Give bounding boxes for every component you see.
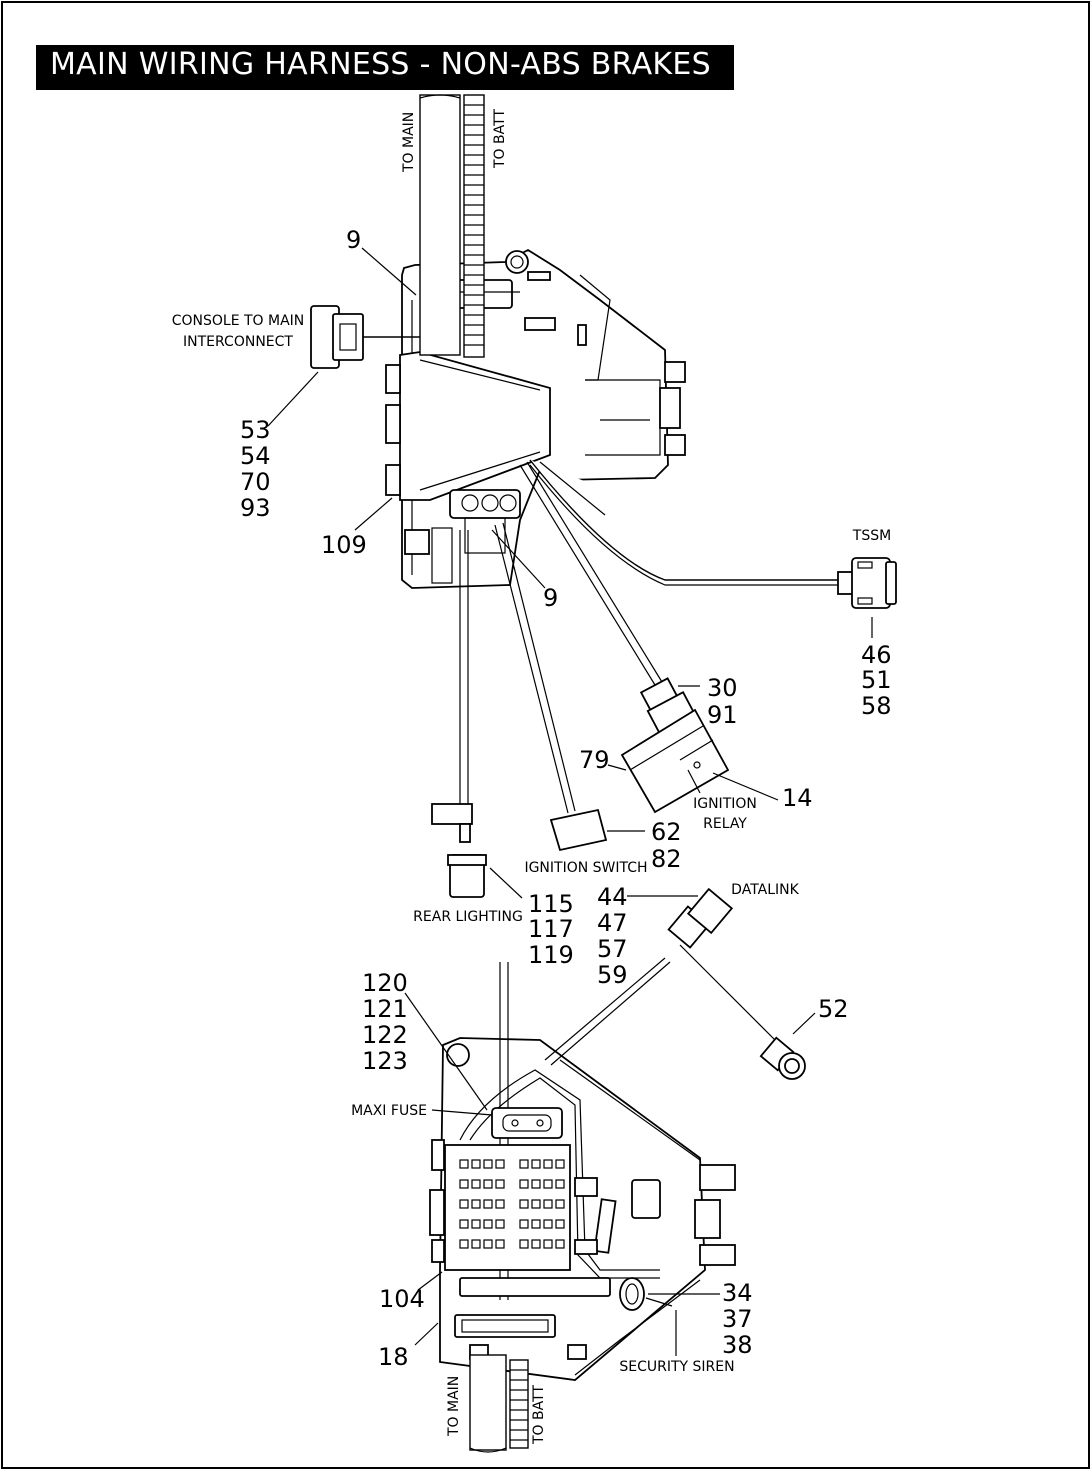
lower-connector-block [449,489,521,519]
upper-harness-assembly [385,94,686,589]
callout-54: 54 [240,442,271,470]
datalink-connector [544,887,776,1066]
callout-104: 104 [379,1285,425,1313]
callout-123: 123 [362,1047,408,1075]
to-batt-cable [463,94,485,358]
label-security-siren: SECURITY SIREN [619,1359,734,1375]
lower-to-batt-cable [509,1359,529,1449]
callout-51: 51 [861,666,892,694]
lower-to-batt-cable-ribs [510,1369,528,1441]
label-to-batt-bottom: TO BATT [531,1385,547,1445]
ignition-switch-connector [494,522,608,852]
label-interconnect: INTERCONNECT [183,334,293,350]
callout-18: 18 [378,1343,409,1371]
upper-mount-hole [505,250,529,274]
title-bar: MAIN WIRING HARNESS - NON-ABS BRAKES [36,45,734,90]
upper-post-bottom [664,434,686,456]
callout-34: 34 [722,1279,753,1307]
security-siren-connector [619,1277,645,1311]
label-ignition: IGNITION [693,796,757,812]
lower-mount-hole [446,1043,470,1067]
label-to-main-top: TO MAIN [401,112,417,173]
callout-82: 82 [651,845,682,873]
console-to-main-interconnect-connector [310,305,420,369]
callout-9-middle: 9 [543,584,558,612]
callout-46: 46 [861,641,892,669]
callout-57: 57 [597,935,628,963]
rear-lighting-connector [431,530,487,898]
leader-lines [267,247,873,1356]
page-title: MAIN WIRING HARNESS - NON-ABS BRAKES [50,47,711,82]
callout-91: 91 [707,701,738,729]
label-tssm: TSSM [852,528,891,544]
callout-109: 109 [321,531,367,559]
callout-47: 47 [597,909,628,937]
callout-30: 30 [707,674,738,702]
label-datalink: DATALINK [731,882,799,898]
round-connector-52 [759,1036,806,1080]
label-ignition-switch: IGNITION SWITCH [524,860,647,876]
label-maxi-fuse: MAXI FUSE [351,1103,427,1119]
callout-122: 122 [362,1021,408,1049]
lower-harness-assembly [429,962,736,1453]
label-to-batt-top: TO BATT [492,109,508,169]
label-rear-lighting: REAR LIGHTING [413,909,523,925]
callout-44: 44 [597,883,628,911]
callout-53: 53 [240,416,271,444]
callout-37: 37 [722,1305,753,1333]
callout-119: 119 [528,941,574,969]
callout-93: 93 [240,494,271,522]
to-batt-cable-ribs [464,104,484,346]
callout-117: 117 [528,915,574,943]
upper-post-top [664,361,686,383]
callout-115: 115 [528,890,574,918]
callout-58: 58 [861,692,892,720]
tssm-connector [529,459,897,609]
label-relay: RELAY [703,816,747,832]
callout-59: 59 [597,961,628,989]
lower-to-main-cable [469,1354,507,1451]
label-console-to-main: CONSOLE TO MAIN [172,313,305,329]
callout-52: 52 [818,995,849,1023]
callout-62: 62 [651,818,682,846]
callout-38: 38 [722,1331,753,1359]
label-to-main-bottom: TO MAIN [446,1376,462,1437]
callout-79: 79 [579,746,610,774]
fuse-relay-grid [459,1159,565,1249]
callout-9-top: 9 [346,226,361,254]
to-main-cable [419,94,461,356]
callout-70: 70 [240,468,271,496]
ignition-relay [519,461,730,814]
callout-14: 14 [782,784,813,812]
callout-120: 120 [362,969,408,997]
callout-121: 121 [362,995,408,1023]
upper-tab [659,387,681,429]
